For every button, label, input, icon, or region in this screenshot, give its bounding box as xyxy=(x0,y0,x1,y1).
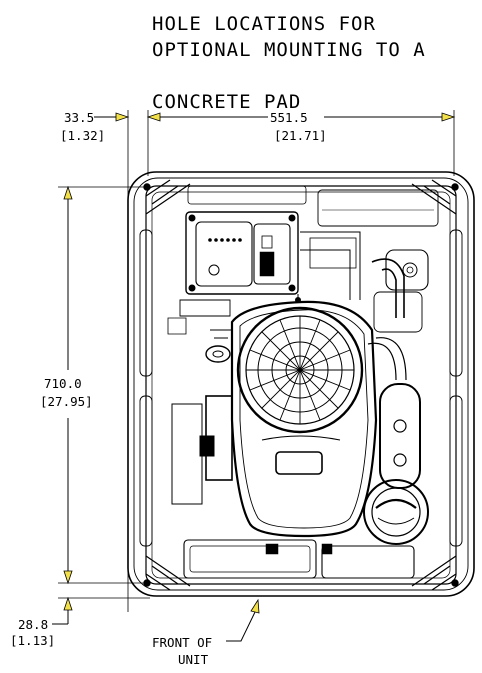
title-line-3: CONCRETE PAD xyxy=(152,91,301,113)
arrowhead-bottom-offset xyxy=(63,596,73,611)
title-line-1: HOLE LOCATIONS FOR xyxy=(152,13,376,35)
generator-enclosure xyxy=(127,171,475,597)
dim-height-in: [27.95] xyxy=(40,394,93,409)
dim-height-mm: 710.0 xyxy=(44,376,82,391)
front-note-line-1: FRONT OF xyxy=(152,635,212,650)
dim-width-mm: 551.5 xyxy=(270,110,308,125)
dimension-height: 710.0 [27.95] xyxy=(40,185,150,585)
dimension-bottom-offset: 28.8 [1.13] xyxy=(10,596,150,648)
front-note-line-2: UNIT xyxy=(178,652,209,667)
arrowhead-height-top xyxy=(63,185,73,200)
arrowhead-width-right xyxy=(441,112,456,122)
arrowhead-front xyxy=(250,598,260,614)
title-line-2: OPTIONAL MOUNTING TO A xyxy=(152,39,426,61)
dimension-left-offset: 33.5 [1.32] xyxy=(60,110,130,612)
arrowhead-width-left xyxy=(146,112,161,122)
dim-left-offset-in: [1.32] xyxy=(60,128,105,143)
dim-width-in: [21.71] xyxy=(274,128,327,143)
arrowhead-height-bottom xyxy=(63,570,73,585)
arrowhead-left-offset xyxy=(115,112,130,122)
dim-left-offset-mm: 33.5 xyxy=(64,110,94,125)
front-of-unit-callout: FRONT OF UNIT xyxy=(152,598,260,667)
dim-bottom-offset-mm: 28.8 xyxy=(18,617,48,632)
dim-bottom-offset-in: [1.13] xyxy=(10,633,55,648)
dimension-width: 551.5 [21.71] xyxy=(146,110,456,176)
